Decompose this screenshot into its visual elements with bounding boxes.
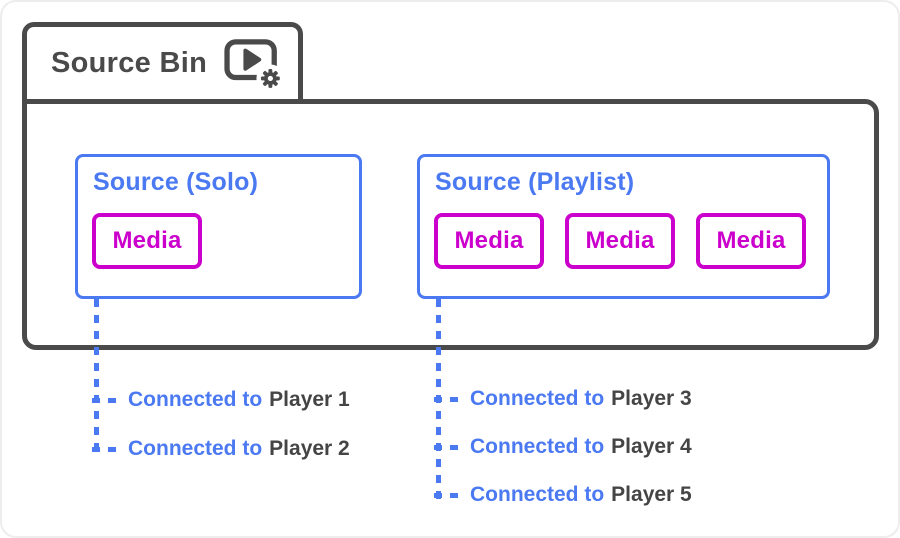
solo-connection-line (94, 299, 99, 453)
connection-prefix: Connected to (128, 388, 263, 411)
connection-label: Connected to Player 5 (470, 483, 692, 507)
connection-elbow-dash (434, 444, 461, 450)
source-bin-tab: Source Bin (22, 22, 303, 99)
connection-label: Connected to Player 2 (128, 437, 350, 461)
connection-prefix: Connected to (470, 435, 605, 458)
connection-elbow-dash (434, 396, 461, 402)
connection-prefix: Connected to (128, 437, 263, 460)
source-box-playlist: Source (Playlist) Media Media Media (417, 154, 830, 299)
media-player-gear-icon (224, 39, 285, 90)
connection-target: Player 2 (269, 437, 350, 460)
connection-row: Connected to Player 3 (434, 384, 692, 414)
connection-elbow-dash (92, 446, 119, 452)
connection-label: Connected to Player 4 (470, 435, 692, 459)
connection-prefix: Connected to (470, 483, 605, 506)
source-solo-media-row: Media (92, 213, 359, 269)
connection-row: Connected to Player 4 (434, 432, 692, 462)
connection-elbow-dash (92, 397, 119, 403)
connection-elbow-dash (434, 492, 461, 498)
connection-row: Connected to Player 1 (92, 385, 350, 415)
connection-target: Player 3 (611, 387, 692, 410)
connection-prefix: Connected to (470, 387, 605, 410)
connection-target: Player 5 (611, 483, 692, 506)
connection-label: Connected to Player 3 (470, 387, 692, 411)
media-chip: Media (434, 213, 544, 269)
media-chip: Media (696, 213, 806, 269)
media-chip: Media (565, 213, 675, 269)
source-bin-title: Source Bin (51, 46, 208, 79)
source-solo-title: Source (Solo) (93, 168, 259, 196)
source-box-solo: Source (Solo) Media (75, 154, 362, 299)
connection-target: Player 4 (611, 435, 692, 458)
source-playlist-title: Source (Playlist) (435, 168, 635, 196)
connection-row: Connected to Player 5 (434, 480, 692, 510)
connection-row: Connected to Player 2 (92, 434, 350, 464)
source-bin-body: Source (Solo) Media Source (Playlist) Me… (22, 99, 879, 350)
source-playlist-media-row: Media Media Media (434, 213, 827, 269)
media-chip: Media (92, 213, 202, 269)
connection-label: Connected to Player 1 (128, 388, 350, 412)
connection-target: Player 1 (269, 388, 350, 411)
